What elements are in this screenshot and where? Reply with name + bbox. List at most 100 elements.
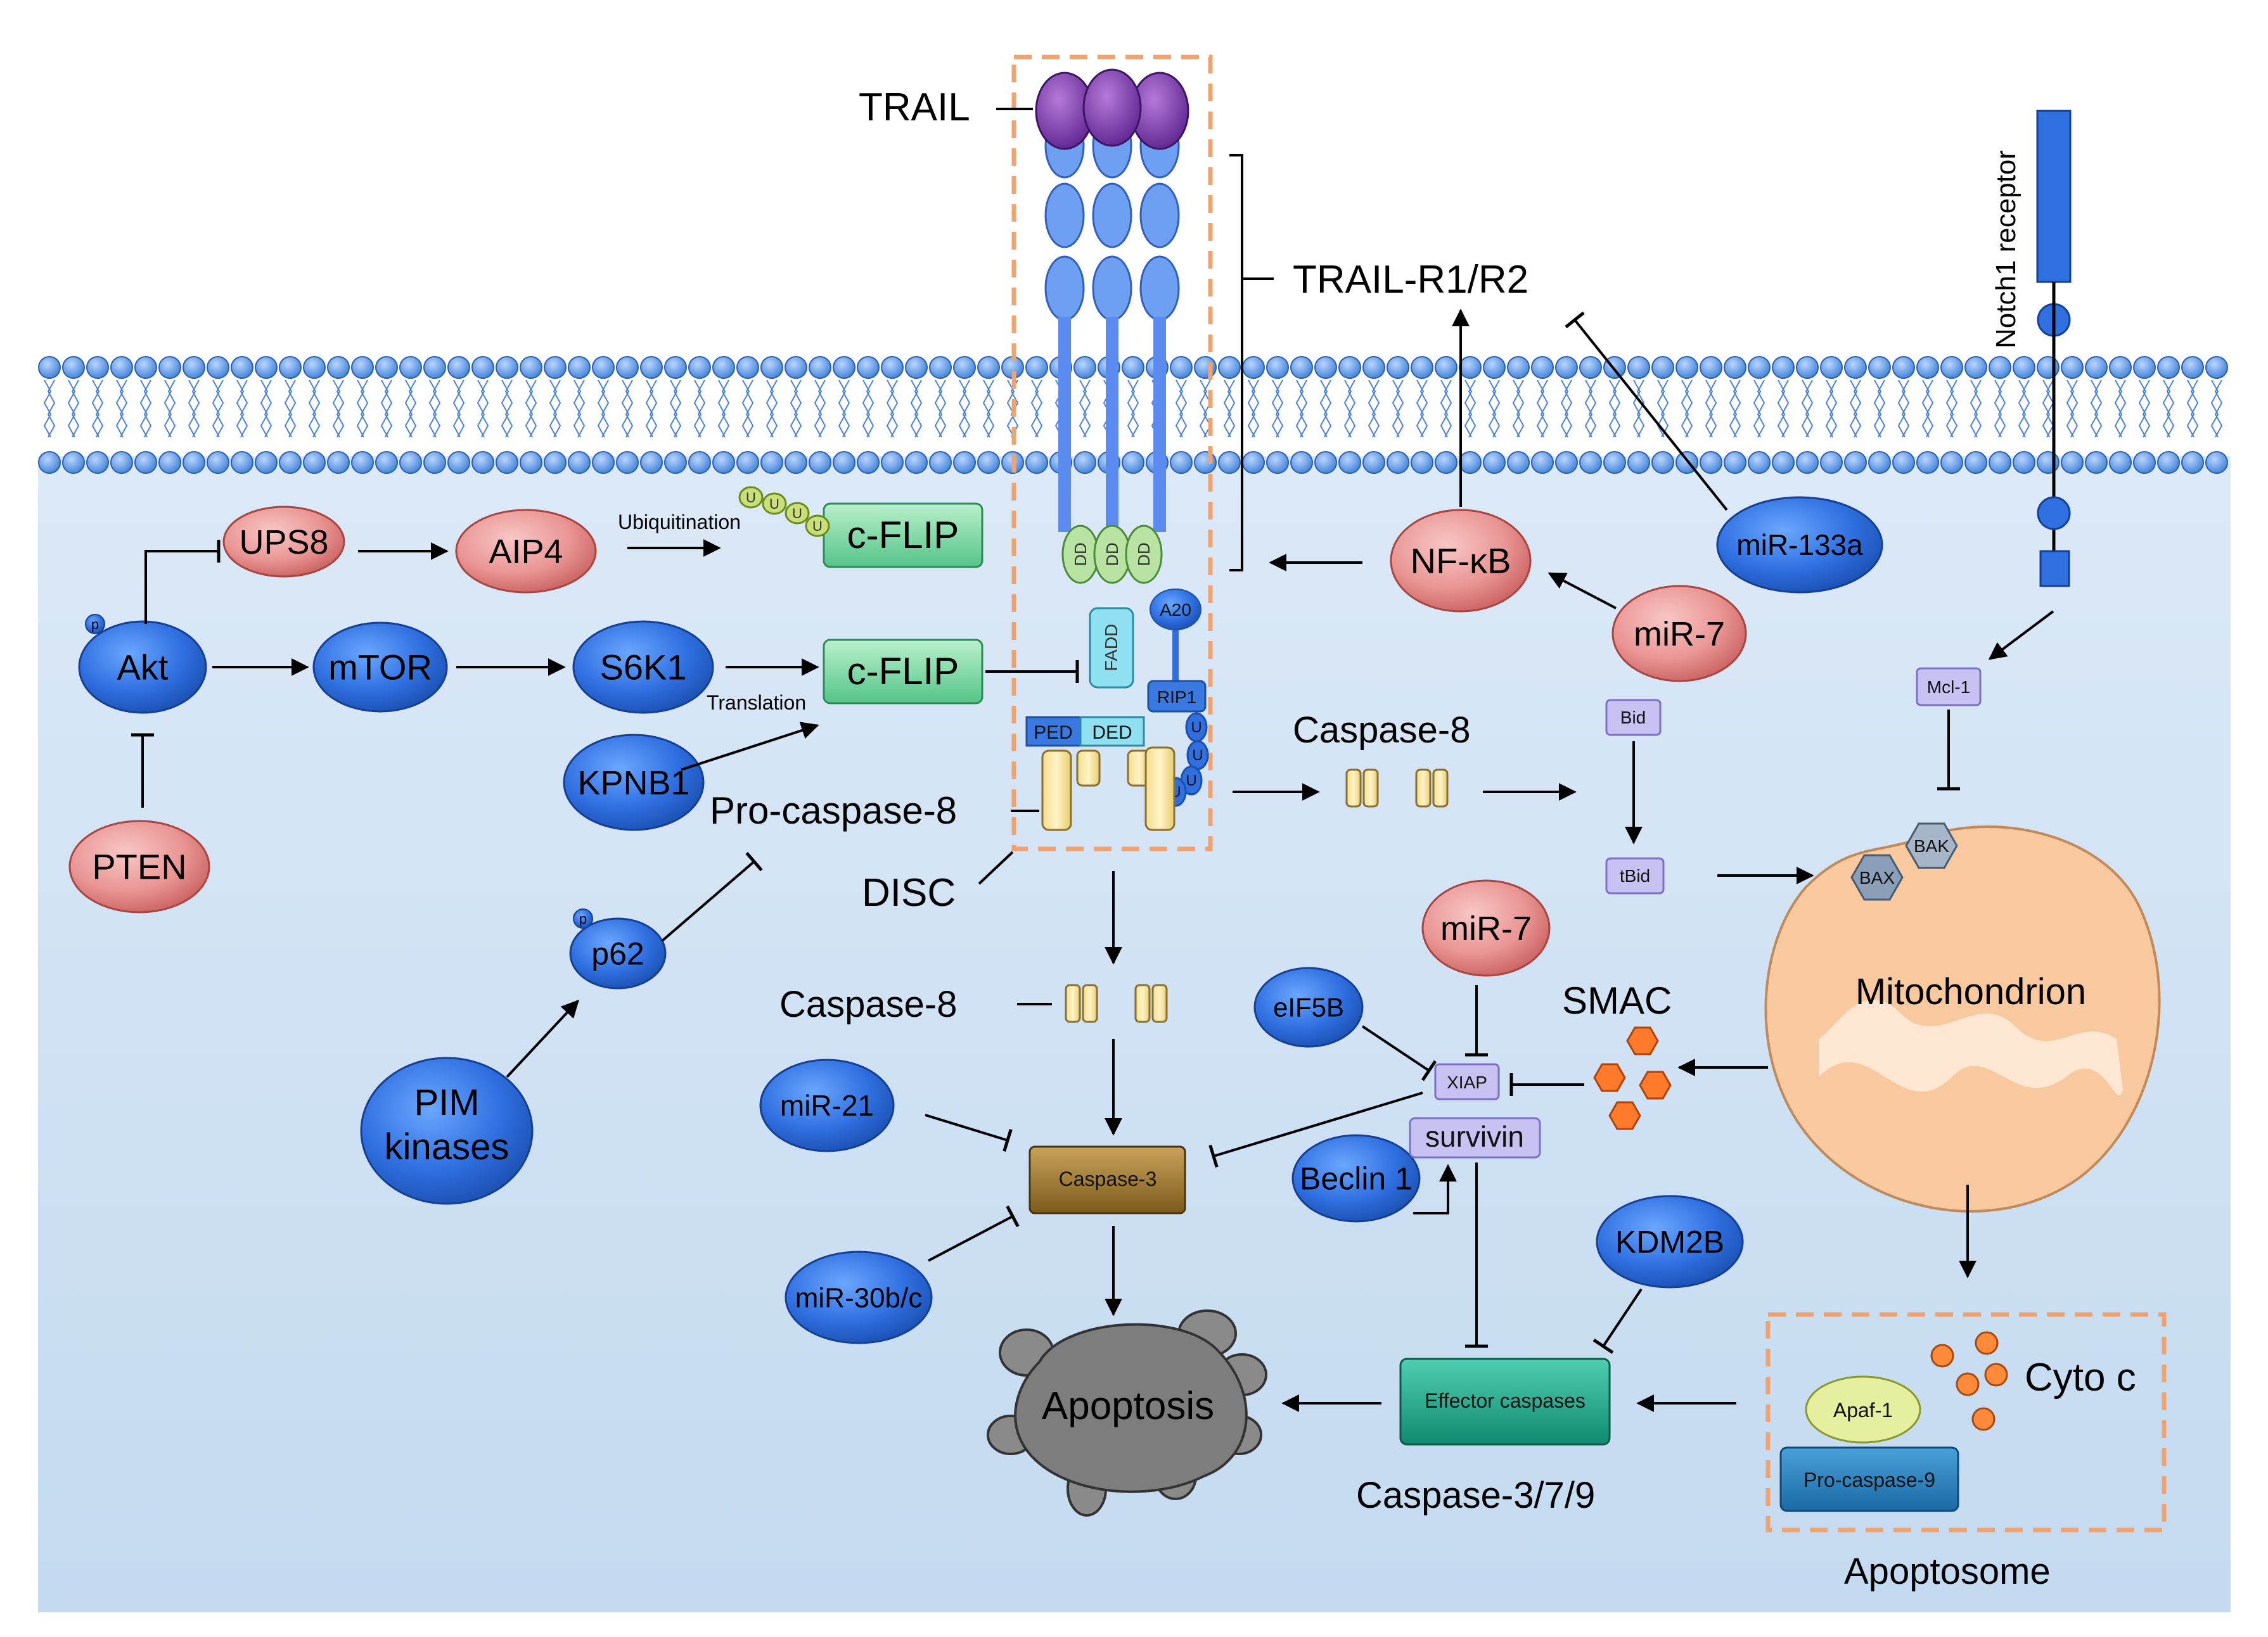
- kdm2b-inhibits-effector: [1602, 1288, 1643, 1347]
- ub-cflip-1: U: [746, 490, 756, 506]
- pro-caspase8-label: Pro-caspase-8: [710, 789, 957, 832]
- membrane-bead: [1844, 451, 1867, 474]
- membrane-bead: [183, 451, 205, 474]
- membrane-bead: [303, 451, 326, 474]
- lipid-tail: [914, 379, 923, 438]
- membrane-bead: [110, 451, 133, 474]
- membrane-bead: [544, 356, 567, 379]
- lipid-tail: [529, 379, 537, 438]
- smac-label: SMAC: [1562, 979, 1672, 1022]
- lipid-tail: [1660, 379, 1669, 438]
- membrane-bead: [2181, 356, 2204, 379]
- membrane-bead: [423, 356, 446, 379]
- ped-label: PED: [1034, 722, 1073, 743]
- membrane-bead: [1435, 451, 1458, 474]
- lipid-tail: [1588, 379, 1597, 438]
- mcl1-label: Mcl-1: [1927, 677, 1970, 697]
- membrane-bead: [616, 451, 639, 474]
- membrane-bead: [1314, 451, 1337, 474]
- membrane-bead: [255, 356, 278, 379]
- lipid-tail: [95, 379, 104, 438]
- membrane-bead: [2205, 356, 2228, 379]
- apaf1-label: Apaf-1: [1833, 1399, 1893, 1422]
- mir133a-node-label: miR-133a: [1736, 528, 1863, 561]
- translation-label: Translation: [707, 691, 806, 714]
- membrane-bead: [1435, 356, 1458, 379]
- ped-box: [1025, 716, 1082, 747]
- lipid-tail: [1684, 379, 1693, 438]
- membrane-bead: [568, 451, 591, 474]
- membrane-bead: [688, 451, 711, 474]
- membrane-bead: [1507, 356, 1530, 379]
- pim-kinases-node: [360, 1057, 534, 1205]
- membrane-bead: [1820, 356, 1843, 379]
- lipid-tail: [1082, 379, 1091, 438]
- membrane-bead: [929, 451, 952, 474]
- membrane-bead: [664, 451, 687, 474]
- dd-label-1: DD: [1071, 542, 1090, 566]
- mir21-node: [759, 1059, 895, 1152]
- lipid-tail: [1395, 379, 1404, 438]
- membrane-bead: [231, 451, 253, 474]
- apaf1-node: [1805, 1375, 1921, 1444]
- apoptosis-label: Apoptosis: [1042, 1384, 1214, 1428]
- ub-cflip-3: U: [792, 506, 802, 521]
- membrane-bead: [1242, 356, 1265, 379]
- lipid-tail: [1853, 379, 1862, 438]
- lipid-tail: [119, 379, 128, 438]
- mtor-node: [312, 621, 448, 713]
- mir30-inhibits-caspase3-bar: [1006, 1205, 1020, 1228]
- eif5b-node: [1253, 967, 1364, 1048]
- lipid-tail: [1877, 379, 1886, 438]
- membrane-bead: [1868, 451, 1891, 474]
- lipid-tail: [577, 379, 586, 438]
- caspase8-right-label: Caspase-8: [1293, 710, 1470, 751]
- membrane-bead: [1218, 451, 1241, 474]
- dd-label-3: DD: [1134, 542, 1153, 566]
- ub-cflip-2: U: [769, 496, 779, 512]
- mcl1-box: [1916, 667, 1982, 706]
- pten-node-label: PTEN: [92, 847, 186, 887]
- lipid-tail: [2166, 379, 2175, 438]
- membrane-bead: [62, 356, 85, 379]
- rip1-label: RIP1: [1157, 687, 1196, 707]
- mir30-inhibits-caspase3: [928, 1215, 1013, 1262]
- notch1-receptor-bar: [2036, 110, 2072, 283]
- membrane-bead: [1362, 451, 1385, 474]
- membrane-bead: [1964, 356, 1987, 379]
- caspase3-label: Caspase-3: [1059, 1168, 1157, 1190]
- membrane-bead: [38, 356, 61, 379]
- akt-node-label: Akt: [117, 647, 169, 687]
- membrane-bead: [471, 451, 494, 474]
- membrane-bead: [2133, 356, 2156, 379]
- p62-inhibits-procaspase8: [661, 860, 755, 942]
- lipid-tail: [673, 379, 682, 438]
- membrane-bead: [183, 356, 205, 379]
- tbid-box: [1605, 857, 1665, 895]
- p62-inhibits-procaspase8-bar: [745, 851, 763, 872]
- kpnb1-to-cflip: [681, 722, 819, 771]
- membrane-bead: [1748, 451, 1771, 474]
- ub-label-2: U: [1192, 747, 1203, 764]
- beclin1-node: [1291, 1134, 1421, 1223]
- membrane-bead: [447, 451, 470, 474]
- lipid-tail: [1468, 379, 1477, 438]
- membrane-bead: [592, 451, 615, 474]
- lipid-tail: [745, 379, 754, 438]
- membrane-bead: [809, 356, 831, 379]
- lipid-tail: [1564, 379, 1573, 438]
- membrane-bead: [736, 451, 759, 474]
- lipid-tail: [938, 379, 947, 438]
- membrane-bead: [1579, 451, 1602, 474]
- membrane-bead: [1796, 451, 1819, 474]
- lipid-tail: [817, 379, 826, 438]
- membrane-bead: [1940, 451, 1963, 474]
- trail-receptor-label: TRAIL-R1/R2: [1293, 258, 1528, 302]
- membrane-bead: [1387, 356, 1409, 379]
- bak-label: BAK: [1914, 836, 1949, 856]
- membrane-bead: [279, 356, 302, 379]
- lipid-tail: [1949, 379, 1958, 438]
- kpnb1-node: [563, 734, 705, 831]
- mir7-top-node: [1611, 585, 1747, 682]
- lipid-tail: [1757, 379, 1765, 438]
